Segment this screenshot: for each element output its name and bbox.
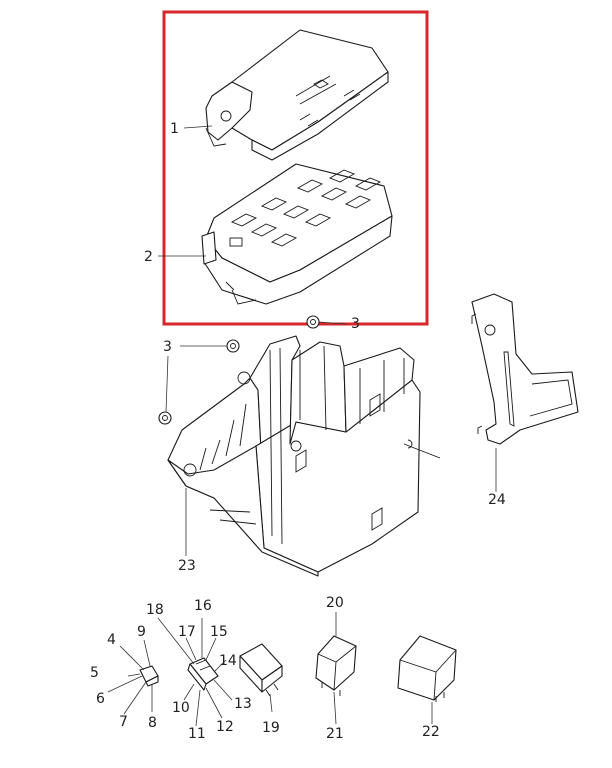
part-24-bracket[interactable] bbox=[471, 293, 579, 445]
callout-19: 19 bbox=[262, 720, 280, 736]
part-21-micro-relay[interactable] bbox=[315, 635, 357, 696]
part-5-mini-fuse[interactable] bbox=[139, 665, 159, 687]
callout-21: 21 bbox=[326, 726, 344, 742]
callout-labels: 1 2 3 3 23 24 4 5 6 7 8 9 18 17 16 15 14… bbox=[90, 121, 506, 742]
part-2-fuse-box[interactable] bbox=[201, 163, 393, 305]
part-3-nut-left[interactable] bbox=[226, 339, 240, 353]
callout-7: 7 bbox=[119, 714, 128, 730]
part-22-relay[interactable] bbox=[397, 635, 457, 702]
callout-14: 14 bbox=[219, 653, 237, 669]
callout-3-left: 3 bbox=[163, 339, 172, 355]
highlight-frame bbox=[162, 10, 429, 326]
callout-10: 10 bbox=[172, 700, 190, 716]
callout-16: 16 bbox=[194, 598, 212, 614]
callout-1: 1 bbox=[170, 121, 179, 137]
callout-15: 15 bbox=[210, 624, 228, 640]
callout-2: 2 bbox=[144, 249, 153, 265]
callout-8: 8 bbox=[148, 715, 157, 731]
callout-24: 24 bbox=[488, 492, 506, 508]
part-10-cartridge-fuse[interactable] bbox=[187, 657, 219, 691]
callout-13: 13 bbox=[234, 696, 252, 712]
callout-20: 20 bbox=[326, 595, 344, 611]
callout-22: 22 bbox=[422, 724, 440, 740]
callout-4: 4 bbox=[107, 632, 116, 648]
leader-lines bbox=[107, 125, 497, 727]
callout-3-top: 3 bbox=[351, 316, 360, 332]
part-3-nut-top[interactable] bbox=[306, 315, 320, 329]
callout-12: 12 bbox=[216, 719, 234, 735]
part-19-fuse-holder[interactable] bbox=[239, 643, 283, 697]
callout-17: 17 bbox=[178, 624, 196, 640]
part-3-nut-lower[interactable] bbox=[158, 411, 172, 425]
callout-5: 5 bbox=[90, 665, 99, 681]
callout-18: 18 bbox=[146, 602, 164, 618]
part-23-tray[interactable] bbox=[167, 335, 441, 577]
part-1-cover[interactable] bbox=[205, 29, 389, 161]
callout-11: 11 bbox=[188, 726, 206, 742]
callout-6: 6 bbox=[96, 691, 105, 707]
callout-23: 23 bbox=[178, 558, 196, 574]
callout-9: 9 bbox=[137, 624, 146, 640]
